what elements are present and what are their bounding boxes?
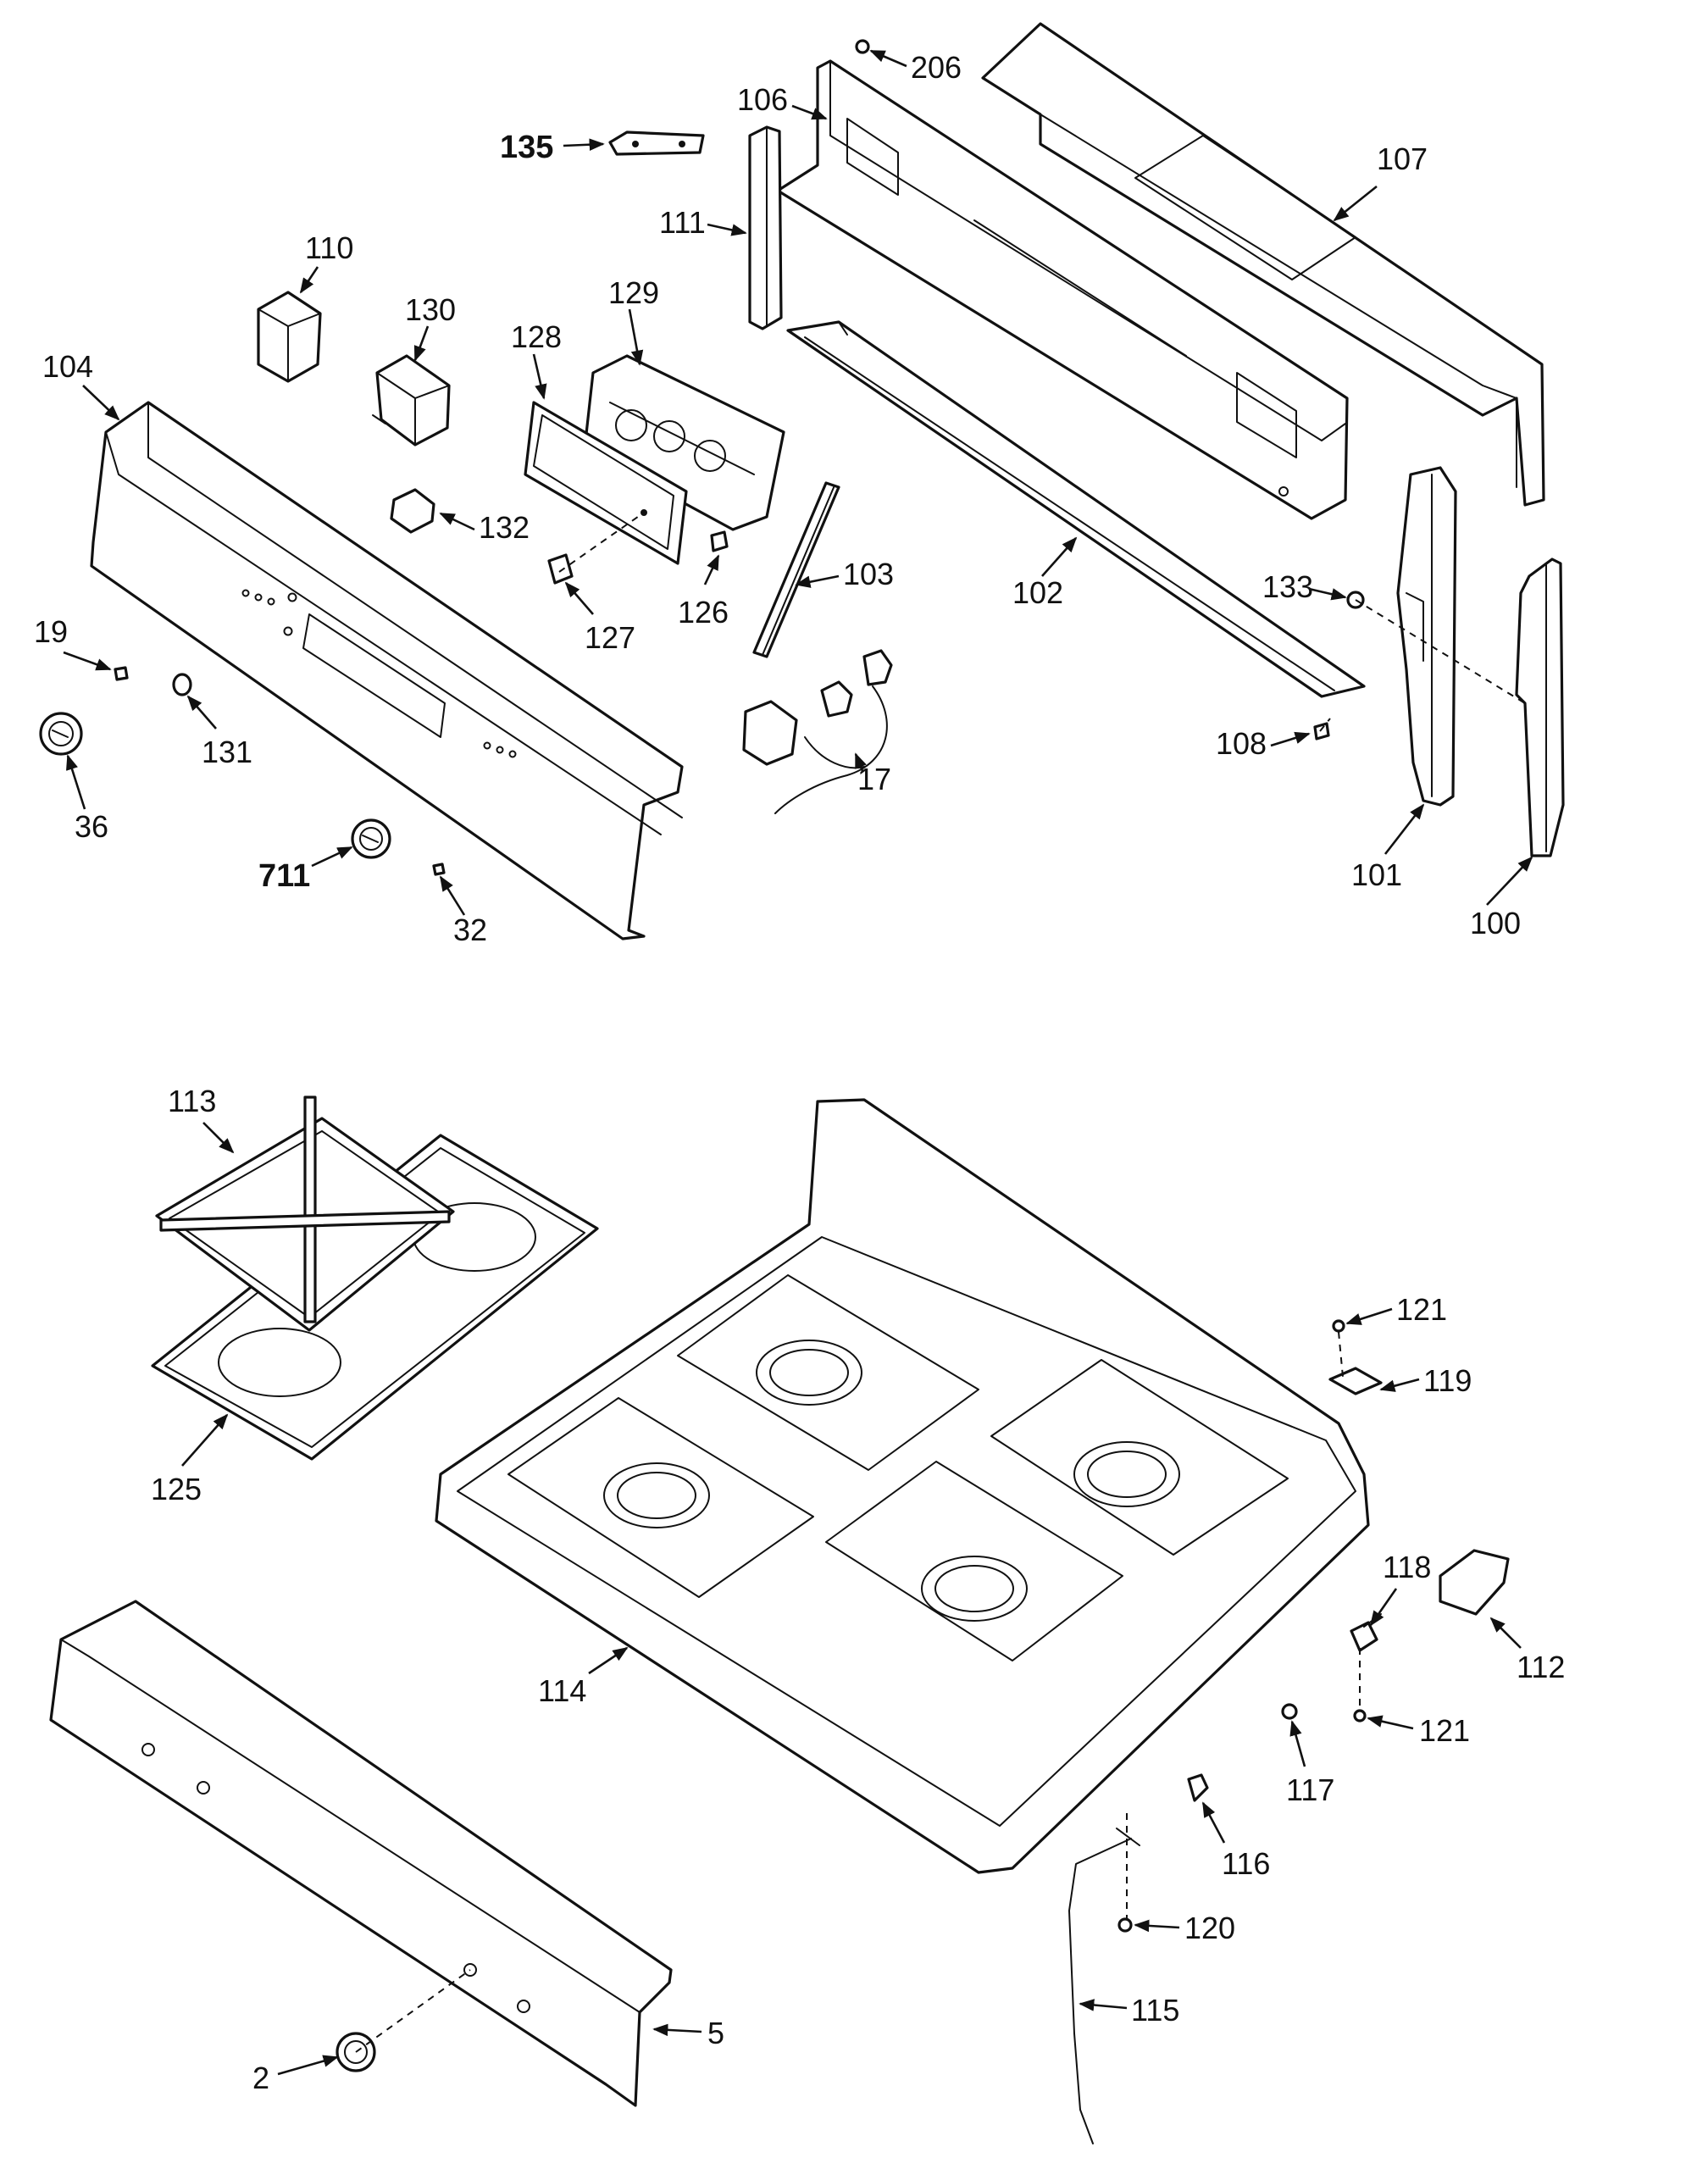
part-103-support-bracket — [752, 481, 840, 658]
part-121-screw-top — [1332, 1319, 1345, 1333]
part-100-side-trim — [1515, 558, 1565, 857]
callout-206: 206 — [911, 50, 962, 85]
part-5-manifold-panel — [49, 1600, 673, 2107]
callout-108: 108 — [1216, 726, 1267, 761]
part-104-control-panel — [90, 401, 684, 940]
callout-115: 115 — [1131, 1993, 1179, 2028]
callout-118: 118 — [1383, 1550, 1431, 1584]
part-711-knob — [351, 818, 391, 859]
part-17-switch-assembly — [742, 649, 893, 814]
part-119-bracket — [1328, 1367, 1383, 1395]
callout-104: 104 — [42, 349, 93, 384]
part-127-indicator — [547, 553, 574, 585]
part-135-clip — [608, 130, 705, 156]
part-102-trim-strip — [786, 320, 1366, 698]
part-36-knob — [39, 712, 83, 756]
callout-32: 32 — [453, 913, 487, 947]
callout-113: 113 — [168, 1084, 216, 1118]
part-107-rear-top-cover — [981, 22, 1545, 507]
callout-135: 135 — [500, 130, 553, 165]
callout-111: 111 — [659, 205, 706, 240]
callout-131: 131 — [202, 735, 252, 769]
callout-121-bottom: 121 — [1419, 1713, 1470, 1748]
part-121-screw-bottom — [1353, 1709, 1367, 1722]
callout-126: 126 — [678, 595, 729, 630]
callout-114: 114 — [538, 1673, 586, 1708]
callout-110: 110 — [305, 230, 353, 265]
part-115-rod — [1068, 1828, 1140, 2144]
callout-127: 127 — [585, 620, 635, 655]
part-130-switch — [372, 354, 451, 447]
callout-17: 17 — [857, 762, 891, 796]
part-117-nut — [1281, 1703, 1298, 1720]
callout-5: 5 — [707, 2016, 724, 2050]
callout-119: 119 — [1423, 1363, 1472, 1398]
part-101-side-bracket — [1396, 466, 1457, 807]
callout-106: 106 — [737, 82, 788, 117]
callout-129: 129 — [608, 275, 659, 310]
callout-36: 36 — [75, 809, 108, 844]
callout-120: 120 — [1184, 1911, 1235, 1945]
part-110-relay — [257, 291, 322, 383]
callout-labels: 206 106 135 107 111 110 130 129 128 104 … — [34, 50, 1565, 2095]
part-126-clip — [710, 530, 729, 552]
part-108-screw — [1313, 722, 1330, 741]
part-113-burner-grate — [155, 1096, 455, 1332]
part-118-bracket — [1350, 1613, 1382, 1652]
callout-711: 711 — [258, 858, 310, 894]
callout-133: 133 — [1262, 569, 1313, 604]
callout-130: 130 — [405, 292, 456, 327]
callout-117: 117 — [1286, 1772, 1334, 1807]
part-111-side-bracket — [748, 125, 783, 330]
callout-128: 128 — [511, 319, 562, 354]
part-206-screw — [855, 39, 870, 54]
callout-107: 107 — [1377, 141, 1428, 176]
callout-132: 132 — [479, 510, 530, 545]
callout-121-top: 121 — [1396, 1292, 1447, 1327]
part-114-cooktop — [435, 1098, 1370, 1874]
part-131-button — [172, 673, 192, 696]
callout-102: 102 — [1012, 575, 1063, 610]
part-106-backsplash — [776, 59, 1349, 520]
callout-100: 100 — [1470, 906, 1521, 940]
part-132-rocker-switch — [390, 488, 435, 534]
callout-103: 103 — [843, 557, 894, 591]
part-116-fitting — [1187, 1773, 1209, 1802]
callout-2: 2 — [252, 2061, 269, 2095]
callout-19: 19 — [34, 614, 68, 649]
part-32-screw — [432, 863, 446, 876]
part-112-bracket — [1439, 1549, 1510, 1616]
part-19-screw — [114, 666, 129, 681]
callout-112: 112 — [1517, 1650, 1565, 1684]
callout-116: 116 — [1222, 1846, 1270, 1881]
callout-101: 101 — [1351, 857, 1402, 892]
callout-leaders — [63, 49, 1533, 2076]
part-120-nut — [1117, 1917, 1133, 1933]
callout-125: 125 — [151, 1472, 202, 1506]
